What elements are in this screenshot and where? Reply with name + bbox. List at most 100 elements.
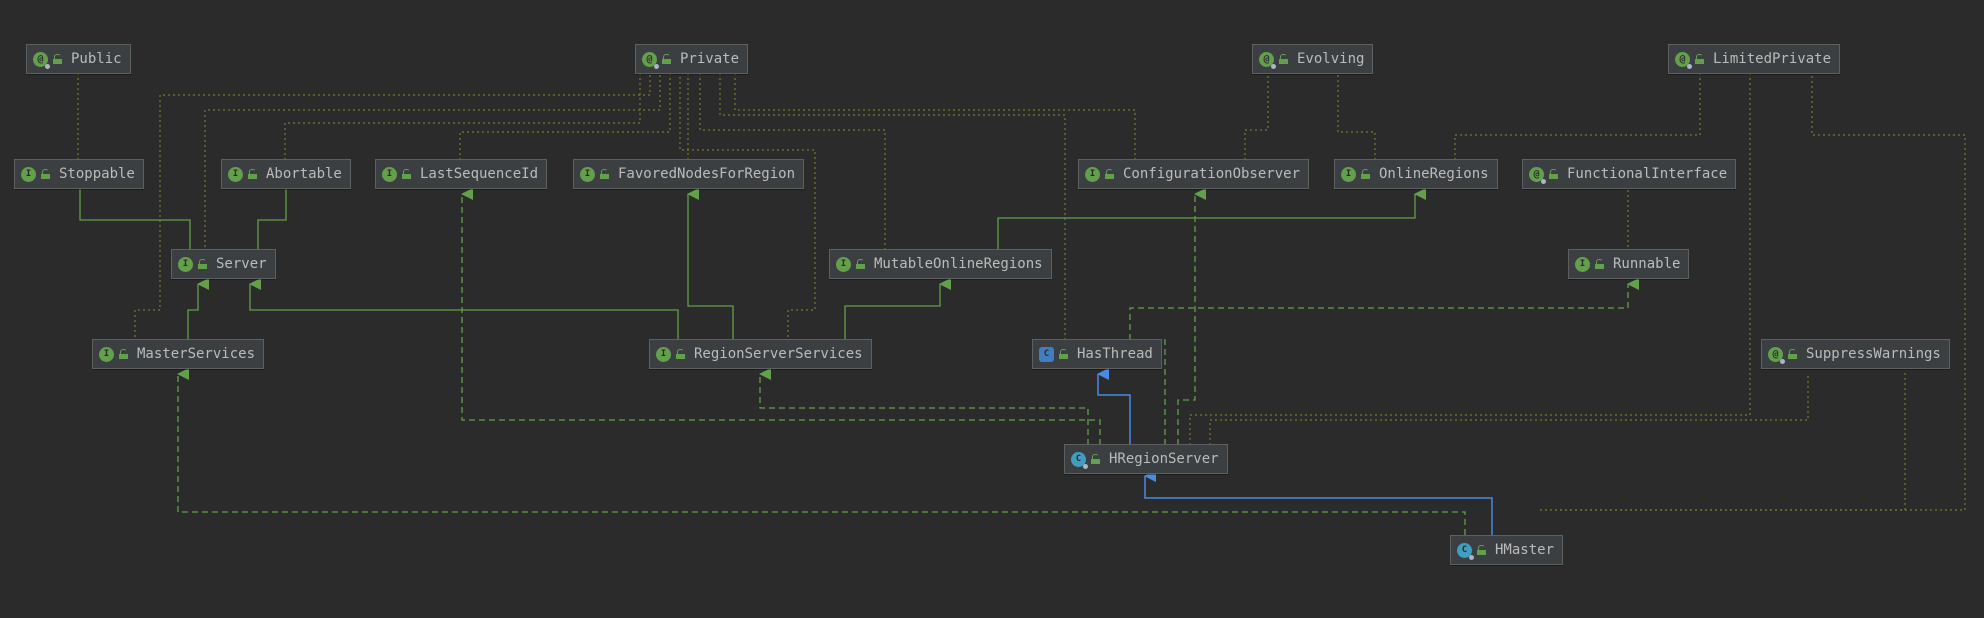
annotation-icon: @	[642, 51, 659, 69]
node-label: MasterServices	[137, 346, 256, 362]
node-regionserverservices[interactable]: I RegionServerServices	[649, 339, 872, 369]
node-label: Evolving	[1297, 51, 1365, 67]
node-suppresswarnings[interactable]: @ SuppressWarnings	[1761, 339, 1950, 369]
node-abortable[interactable]: I Abortable	[221, 159, 351, 189]
node-label: Stoppable	[59, 166, 135, 182]
interface-icon: I	[1575, 256, 1590, 272]
node-server[interactable]: I Server	[171, 249, 276, 279]
node-private[interactable]: @ Private	[635, 44, 749, 74]
node-label: OnlineRegions	[1379, 166, 1489, 182]
edge-hregionserver-runnable	[1129, 278, 1639, 445]
lock-icon	[41, 169, 50, 179]
edge-hregionserver-regionserverservices	[759, 368, 1089, 445]
edge-hregionserver-limitedprivate	[1189, 73, 1751, 445]
node-label: MutableOnlineRegions	[874, 256, 1043, 272]
lock-icon	[856, 259, 865, 269]
lock-icon	[662, 54, 671, 64]
node-label: LimitedPrivate	[1713, 51, 1832, 67]
edge-hmaster-limitedprivate	[1560, 73, 1966, 511]
node-runnable[interactable]: I Runnable	[1568, 249, 1690, 279]
node-onlineregions[interactable]: I OnlineRegions	[1334, 159, 1498, 189]
interface-icon: I	[656, 346, 671, 362]
node-label: HMaster	[1495, 542, 1555, 558]
node-configurationobserver[interactable]: I ConfigurationObserver	[1078, 159, 1310, 189]
node-label: Public	[71, 51, 122, 67]
edge-masterservices-private	[134, 73, 651, 342]
edge-server-stoppable	[79, 168, 191, 250]
lock-icon	[53, 54, 62, 64]
node-masterservices[interactable]: I MasterServices	[92, 339, 265, 369]
edge-configobserver-evolving	[1244, 73, 1269, 160]
lock-icon	[1477, 545, 1486, 555]
abstract-class-icon: C	[1039, 346, 1054, 362]
interface-icon: I	[99, 346, 114, 362]
node-limitedprivate[interactable]: @ LimitedPrivate	[1668, 44, 1841, 74]
class-icon: C	[1457, 542, 1474, 560]
annotation-icon: @	[1529, 166, 1546, 184]
annotation-icon: @	[1768, 346, 1785, 364]
edge-hregionserver-configobserver	[1177, 188, 1206, 445]
edge-hmaster-hregionserver	[1144, 470, 1493, 535]
edge-regionserverservices-private	[679, 73, 816, 342]
node-label: LastSequenceId	[420, 166, 539, 182]
lock-icon	[676, 349, 685, 359]
interface-icon: I	[228, 166, 243, 182]
lock-icon	[1059, 349, 1068, 359]
node-label: Private	[680, 51, 740, 67]
node-hregionserver[interactable]: C HRegionServer	[1064, 444, 1228, 474]
class-icon: C	[1071, 451, 1088, 469]
edge-hmaster-masterservices	[177, 368, 1466, 535]
annotation-icon: @	[33, 51, 50, 69]
edge-lastsequenceid-private	[459, 73, 671, 160]
lock-icon	[248, 169, 257, 179]
node-label: FavoredNodesForRegion	[618, 166, 796, 182]
interface-icon: I	[178, 256, 193, 272]
annotation-icon: @	[1675, 51, 1692, 69]
interface-icon: I	[1341, 166, 1356, 182]
edge-hmaster-suppresswarnings	[1540, 373, 1906, 511]
lock-icon	[1105, 169, 1114, 179]
edge-abortable-private	[284, 73, 641, 160]
node-label: FunctionalInterface	[1567, 166, 1728, 182]
edge-hasthread-private	[719, 73, 1066, 340]
lock-icon	[1091, 454, 1100, 464]
node-label: Server	[216, 256, 267, 272]
node-hmaster[interactable]: C HMaster	[1450, 535, 1564, 565]
lock-icon	[1595, 259, 1604, 269]
node-label: Abortable	[266, 166, 342, 182]
annotation-icon: @	[1259, 51, 1276, 69]
lock-icon	[1279, 54, 1288, 64]
node-evolving[interactable]: @ Evolving	[1252, 44, 1374, 74]
node-functionalinterface[interactable]: @ FunctionalInterface	[1522, 159, 1737, 189]
edge-server-abortable	[257, 168, 297, 250]
lock-icon	[198, 259, 207, 269]
lock-icon	[1549, 169, 1558, 179]
edge-hregionserver-suppresswarnings	[1209, 373, 1809, 445]
node-hasthread[interactable]: C HasThread	[1032, 339, 1162, 369]
node-favorednodesforregion[interactable]: I FavoredNodesForRegion	[573, 159, 805, 189]
interface-icon: I	[1085, 166, 1100, 182]
edge-mutableonlineregions-onlineregions	[997, 188, 1426, 250]
node-stoppable[interactable]: I Stoppable	[14, 159, 144, 189]
edge-regionserverservices-server	[249, 278, 679, 340]
node-public[interactable]: @ Public	[26, 44, 131, 74]
lock-icon	[600, 169, 609, 179]
interface-icon: I	[836, 256, 851, 272]
edge-onlineregions-evolving	[1337, 73, 1376, 160]
lock-icon	[1695, 54, 1704, 64]
node-label: HasThread	[1077, 346, 1153, 362]
interface-icon: I	[382, 166, 397, 182]
node-label: HRegionServer	[1109, 451, 1219, 467]
edge-mutableonlineregions-private	[699, 73, 886, 250]
lock-icon	[1361, 169, 1370, 179]
node-label: RegionServerServices	[694, 346, 863, 362]
edge-configobserver-private	[734, 73, 1136, 160]
node-mutableonlineregions[interactable]: I MutableOnlineRegions	[829, 249, 1052, 279]
interface-icon: I	[21, 166, 36, 182]
node-label: ConfigurationObserver	[1123, 166, 1301, 182]
node-lastsequenceid[interactable]: I LastSequenceId	[375, 159, 548, 189]
edge-hregionserver-hasthread	[1097, 368, 1131, 445]
lock-icon	[119, 349, 128, 359]
